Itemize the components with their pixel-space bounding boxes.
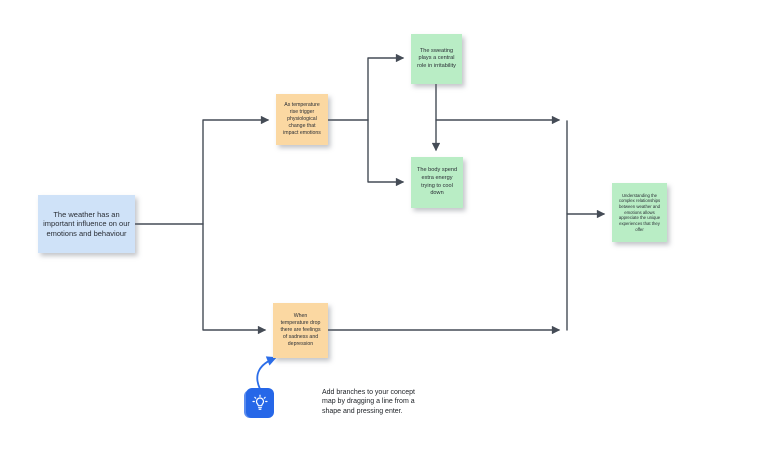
connector-rise-to-body[interactable] [367,119,405,187]
sticky-note-understanding[interactable]: Understanding the complex relationships … [612,183,667,242]
sticky-note-text: The body spend extra energy trying to co… [416,167,458,197]
sticky-note-text: When temperature drop there are feelings… [280,313,321,347]
sticky-note-text: As temperature rise trigger physiologica… [283,102,321,136]
hint-curved-arrow [256,356,277,390]
sticky-note-temperature-rise[interactable]: As temperature rise trigger physiologica… [276,94,328,145]
hint-callout: Add branches to your concept map by drag… [244,388,428,418]
hint-text: Add branches to your concept map by drag… [322,389,416,415]
lightbulb-icon-front-layer [246,388,274,418]
sticky-note-text: The sweating plays a central role in irr… [417,47,456,69]
sticky-note-sweating[interactable]: The sweating plays a central role in irr… [411,34,462,84]
sticky-note-cool-down[interactable]: The body spend extra energy trying to co… [411,157,463,208]
sticky-note-weather-root[interactable]: The weather has an important influence o… [38,195,135,253]
connector-rise-to-sweating[interactable] [367,53,405,121]
sticky-note-text: The weather has an important influence o… [43,209,130,238]
lightbulb-icon[interactable] [244,388,274,418]
sticky-note-temperature-drop[interactable]: When temperature drop there are feelings… [273,303,328,358]
connector-root-to-rise[interactable] [202,115,270,225]
connector-root-to-drop[interactable] [202,223,267,335]
sticky-note-text: Understanding the complex relationships … [618,192,661,232]
